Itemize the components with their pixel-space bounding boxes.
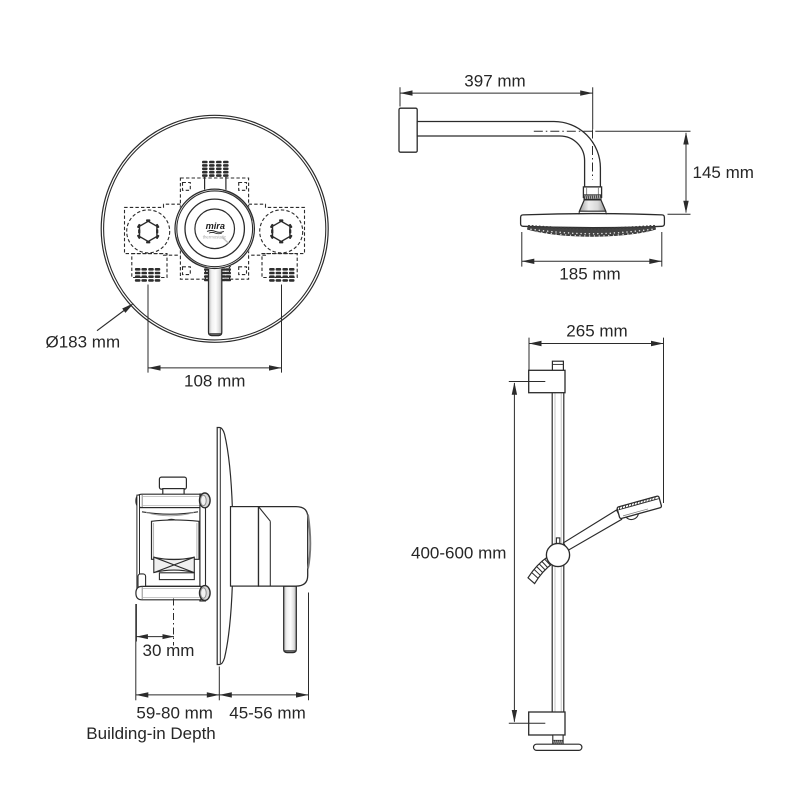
svg-text:265 mm: 265 mm	[566, 322, 627, 341]
svg-text:145 mm: 145 mm	[693, 163, 754, 182]
svg-text:59-80 mm: 59-80 mm	[136, 704, 213, 723]
svg-text:Ø183 mm: Ø183 mm	[46, 333, 121, 352]
svg-text:400-600 mm: 400-600 mm	[411, 544, 506, 563]
svg-text:Building-in Depth: Building-in Depth	[86, 724, 215, 743]
svg-text:mira: mira	[206, 221, 225, 231]
svg-text:45-56 mm: 45-56 mm	[229, 704, 306, 723]
svg-text:30 mm: 30 mm	[143, 641, 195, 660]
svg-text:108 mm: 108 mm	[184, 372, 245, 391]
svg-text:thermostatic: thermostatic	[203, 234, 227, 239]
svg-text:397 mm: 397 mm	[464, 72, 525, 91]
svg-text:185 mm: 185 mm	[559, 264, 620, 283]
